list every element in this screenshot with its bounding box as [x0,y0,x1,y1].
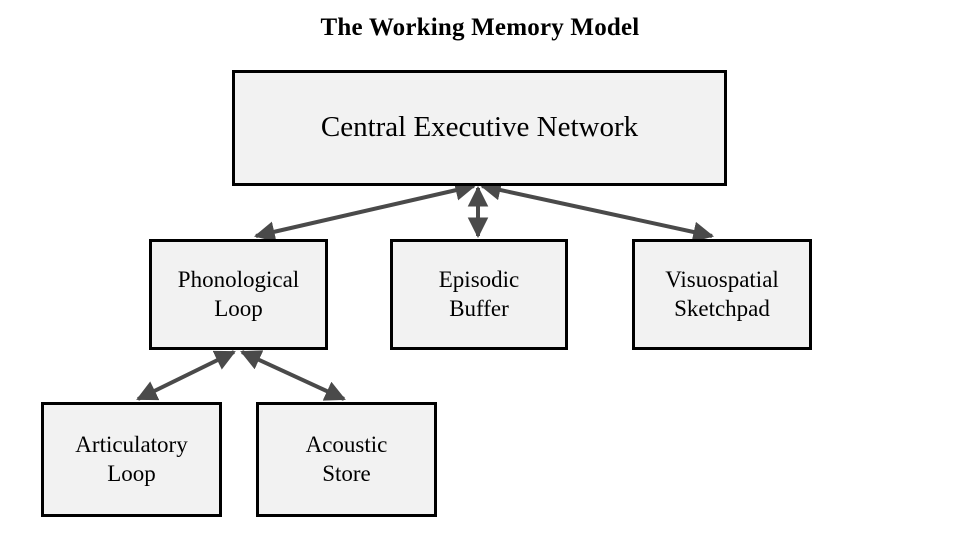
node-label: Articulatory Loop [75,432,188,486]
node-label: Episodic Buffer [438,267,520,321]
node-label: Visuospatial Sketchpad [665,267,779,321]
node-articulatory-loop[interactable]: Articulatory Loop [41,402,222,517]
node-acoustic-store[interactable]: Acoustic Store [256,402,437,517]
edge-central-executive-to-phonological-loop [253,180,477,242]
node-phonological-loop[interactable]: Phonological Loop [149,239,328,350]
edge-phonological-loop-to-acoustic-store [240,350,346,401]
node-episodic-buffer[interactable]: Episodic Buffer [390,239,568,350]
edge-central-executive-to-visuospatial [479,179,715,243]
node-central-executive-network[interactable]: Central Executive Network [232,70,727,186]
node-label: Central Executive Network [320,111,639,144]
node-visuospatial-sketchpad[interactable]: Visuospatial Sketchpad [632,239,812,350]
page-title: The Working Memory Model [320,14,640,41]
node-label: Acoustic Store [305,432,388,486]
edge-phonological-loop-to-articulatory-loop [136,350,236,401]
node-label: Phonological Loop [177,267,300,321]
